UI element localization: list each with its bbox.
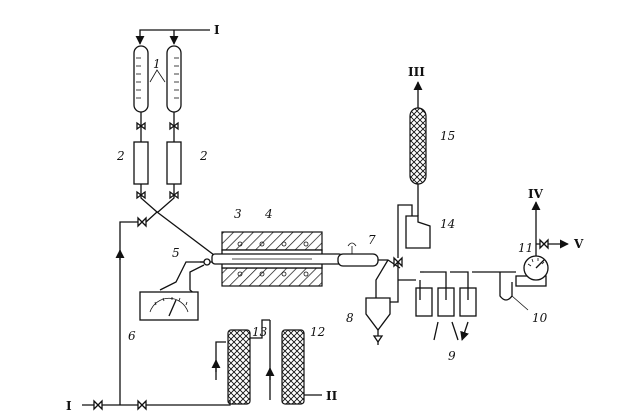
- column-12: [265, 320, 322, 405]
- gas-meter-11: [515, 201, 569, 287]
- label-6: 6: [128, 329, 136, 343]
- manometer-10: [486, 271, 529, 311]
- galvanometer-6: [139, 291, 199, 321]
- burettes-1: [133, 29, 210, 142]
- label-2a: 2: [116, 149, 125, 163]
- furnace-3: [200, 231, 343, 287]
- label-1: 1: [153, 57, 161, 71]
- stream-i-bottom: I: [66, 399, 72, 413]
- vessel-14: [393, 204, 431, 280]
- label-10: 10: [532, 311, 548, 325]
- label-5: 5: [172, 246, 180, 260]
- stream-v: V: [573, 237, 584, 251]
- receiver-8: [365, 280, 399, 345]
- vessels-2: [133, 141, 182, 213]
- label-2b: 2: [199, 149, 208, 163]
- label-8: 8: [346, 311, 354, 325]
- stream-iv: IV: [528, 187, 544, 201]
- column-15: [409, 81, 427, 216]
- label-15: 15: [440, 129, 455, 143]
- label-9: 9: [448, 349, 456, 363]
- stream-iii: III: [408, 65, 425, 79]
- stream-ii: II: [326, 389, 338, 403]
- label-7: 7: [368, 233, 376, 247]
- stream-i-top: I: [214, 23, 220, 37]
- label-13: 13: [252, 325, 268, 339]
- thermocouple-5: [159, 261, 205, 296]
- label-12: 12: [310, 325, 325, 339]
- column-13: [211, 319, 270, 405]
- label-11: 11: [518, 241, 533, 255]
- label-14: 14: [440, 217, 455, 231]
- traps-9: [398, 271, 486, 340]
- label-3: 3: [234, 207, 242, 221]
- label-4: 4: [264, 207, 273, 221]
- condenser-7: [337, 242, 401, 300]
